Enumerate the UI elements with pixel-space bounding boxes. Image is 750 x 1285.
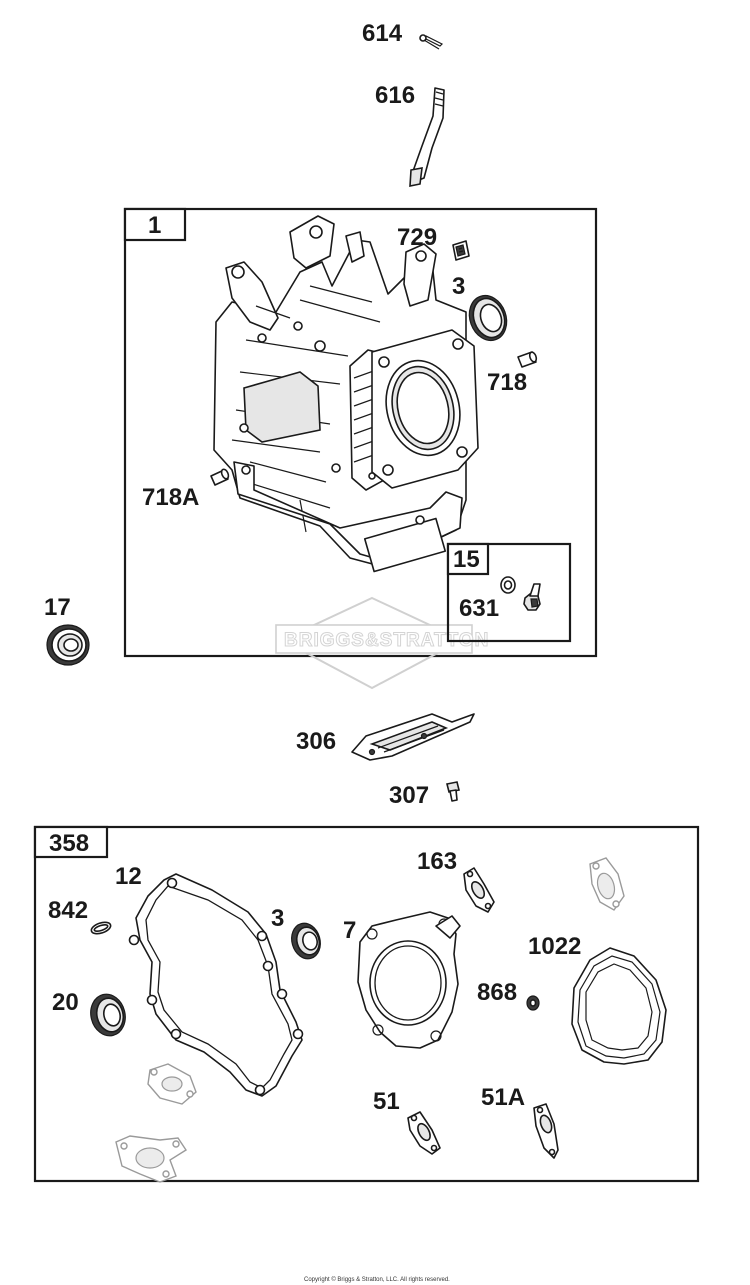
part-631-washer[interactable] [500,576,516,594]
part-20-oil-seal[interactable] [86,991,129,1040]
part-label-17: 17 [44,594,71,621]
box-358-frame [33,825,700,1183]
part-drain-plug[interactable] [523,583,541,611]
box-1-label[interactable]: 1 [148,212,161,239]
box-1-frame [123,207,598,658]
part-label-20: 20 [52,989,79,1016]
part-163-intake-gasket[interactable] [463,867,495,913]
box-15-tab [446,542,490,576]
part-718-dowel-pin[interactable] [517,351,538,368]
part-label-631: 631 [459,595,499,622]
part-307-screw[interactable] [446,781,460,802]
box-1-tab [123,207,187,242]
part-3-oil-seal-kit[interactable] [288,920,325,962]
part-label-718a: 718A [142,484,199,511]
part-faint-exhaust-gasket [589,857,625,911]
part-label-7: 7 [343,917,356,944]
part-label-3-upper: 3 [452,273,465,300]
part-12-crankcase-gasket[interactable] [128,873,304,1097]
part-label-729: 729 [397,224,437,251]
part-3-oil-seal[interactable] [463,290,513,346]
part-label-307: 307 [389,782,429,809]
copyright-notice: Copyright © Briggs & Stratton, LLC. All … [304,1276,450,1283]
part-label-842: 842 [48,897,88,924]
part-51-gasket[interactable] [407,1111,441,1155]
part-label-616: 616 [375,82,415,109]
part-label-51a: 51A [481,1084,525,1111]
part-label-1022: 1022 [528,933,581,960]
part-718a-dowel-pin[interactable] [210,468,230,486]
box-15-frame [446,542,572,643]
part-label-614: 614 [362,20,403,47]
part-7-head-gasket[interactable] [357,911,461,1049]
part-306-breather[interactable] [351,713,475,761]
part-label-306: 306 [296,728,336,755]
part-842-o-ring[interactable] [90,920,112,936]
box-358-tab [33,825,109,859]
part-label-3-lower: 3 [271,905,284,932]
part-label-868: 868 [477,979,517,1006]
part-label-51: 51 [373,1088,400,1115]
part-1022-valve-cover-gasket[interactable] [571,947,667,1065]
part-label-718: 718 [487,369,527,396]
part-51a-gasket[interactable] [533,1103,559,1159]
part-868-grommet[interactable] [526,995,540,1011]
part-label-12: 12 [115,863,142,890]
part-614-cotter-pin[interactable] [419,34,444,50]
brand-watermark: BRIGGS&STRATTON [275,596,489,690]
part-faint-gasket-large [115,1135,187,1183]
box-15-label[interactable]: 15 [453,546,480,573]
part-17-ball-bearing[interactable] [46,624,90,666]
part-faint-gasket-small [147,1063,197,1105]
watermark-text: BRIGGS&STRATTON [284,630,489,651]
part-1-cylinder-block[interactable] [213,215,479,573]
box-358-label[interactable]: 358 [49,830,89,857]
part-616-governor-shaft[interactable] [409,87,445,187]
part-729-plug[interactable] [452,240,470,261]
part-label-163: 163 [417,848,457,875]
